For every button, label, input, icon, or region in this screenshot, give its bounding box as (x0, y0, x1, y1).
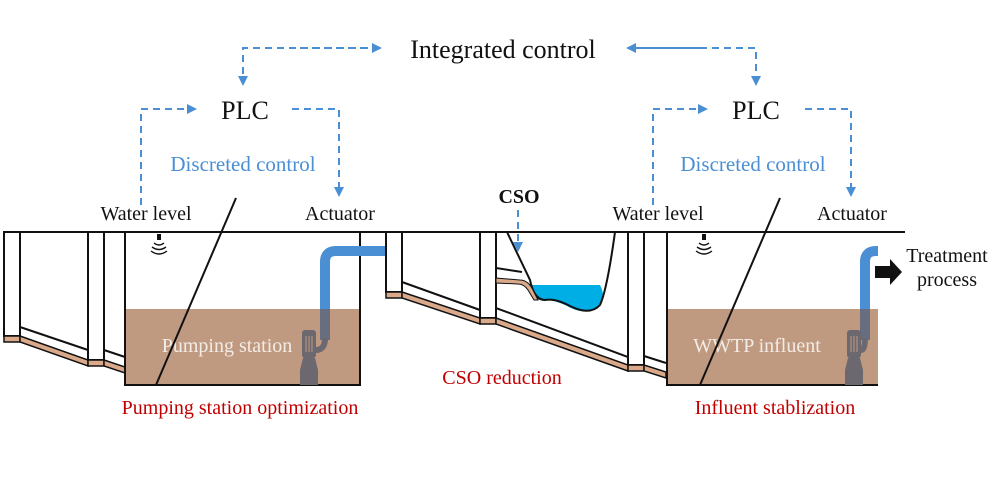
wwtp-influent-tank: WWTP influent (666, 197, 878, 386)
cso-overflow-basin (495, 231, 616, 312)
link-right-water-level-to-plc (652, 104, 708, 205)
cso-water (532, 285, 604, 312)
link-left-water-level-to-plc (140, 104, 197, 205)
treatment-process-label-line1: Treatment (906, 245, 988, 267)
cso-label: CSO (498, 186, 539, 208)
left-plc-label: PLC (221, 96, 269, 125)
left-actuator-label: Actuator (305, 203, 375, 225)
wwtp-influent-label: WWTP influent (693, 335, 821, 357)
left-discharge-pipe (320, 246, 386, 340)
left-water-level-sensor-icon (150, 234, 168, 255)
influent-stabilization-label: Influent stablization (695, 397, 856, 419)
right-actuator-label: Actuator (817, 203, 887, 225)
link-integrated-to-left-plc (238, 47, 380, 86)
right-water-level-sensor-icon (695, 234, 713, 255)
right-discreted-control-label: Discreted control (680, 152, 825, 176)
right-discharge-pipe (860, 246, 878, 340)
integrated-control-label: Integrated control (410, 35, 596, 64)
left-pump-icon (300, 330, 328, 385)
left-discreted-control-label: Discreted control (170, 152, 315, 176)
pumping-station-optimization-label: Pumping station optimization (122, 397, 359, 419)
cso-reduction-label: CSO reduction (442, 367, 561, 389)
wwtp-influent-sewage (667, 309, 878, 385)
right-tank-diagonal-line (699, 197, 781, 386)
pumping-station-tank: Pumping station (124, 197, 361, 386)
link-integrated-to-right-plc (628, 47, 761, 86)
left-tank-diagonal-line (155, 197, 237, 386)
middle-sewer-segment (385, 231, 667, 380)
right-water-level-label: Water level (612, 203, 704, 225)
pumping-station-label: Pumping station (162, 335, 293, 357)
link-left-plc-to-actuator (292, 108, 344, 197)
left-water-level-label: Water level (100, 203, 192, 225)
link-right-plc-to-actuator (805, 108, 856, 197)
left-sewer-segment (3, 231, 126, 375)
right-plc-label: PLC (732, 96, 780, 125)
treatment-process-label-line2: process (917, 269, 977, 291)
treatment-arrow-icon (875, 259, 902, 285)
right-pump-icon (845, 330, 868, 385)
